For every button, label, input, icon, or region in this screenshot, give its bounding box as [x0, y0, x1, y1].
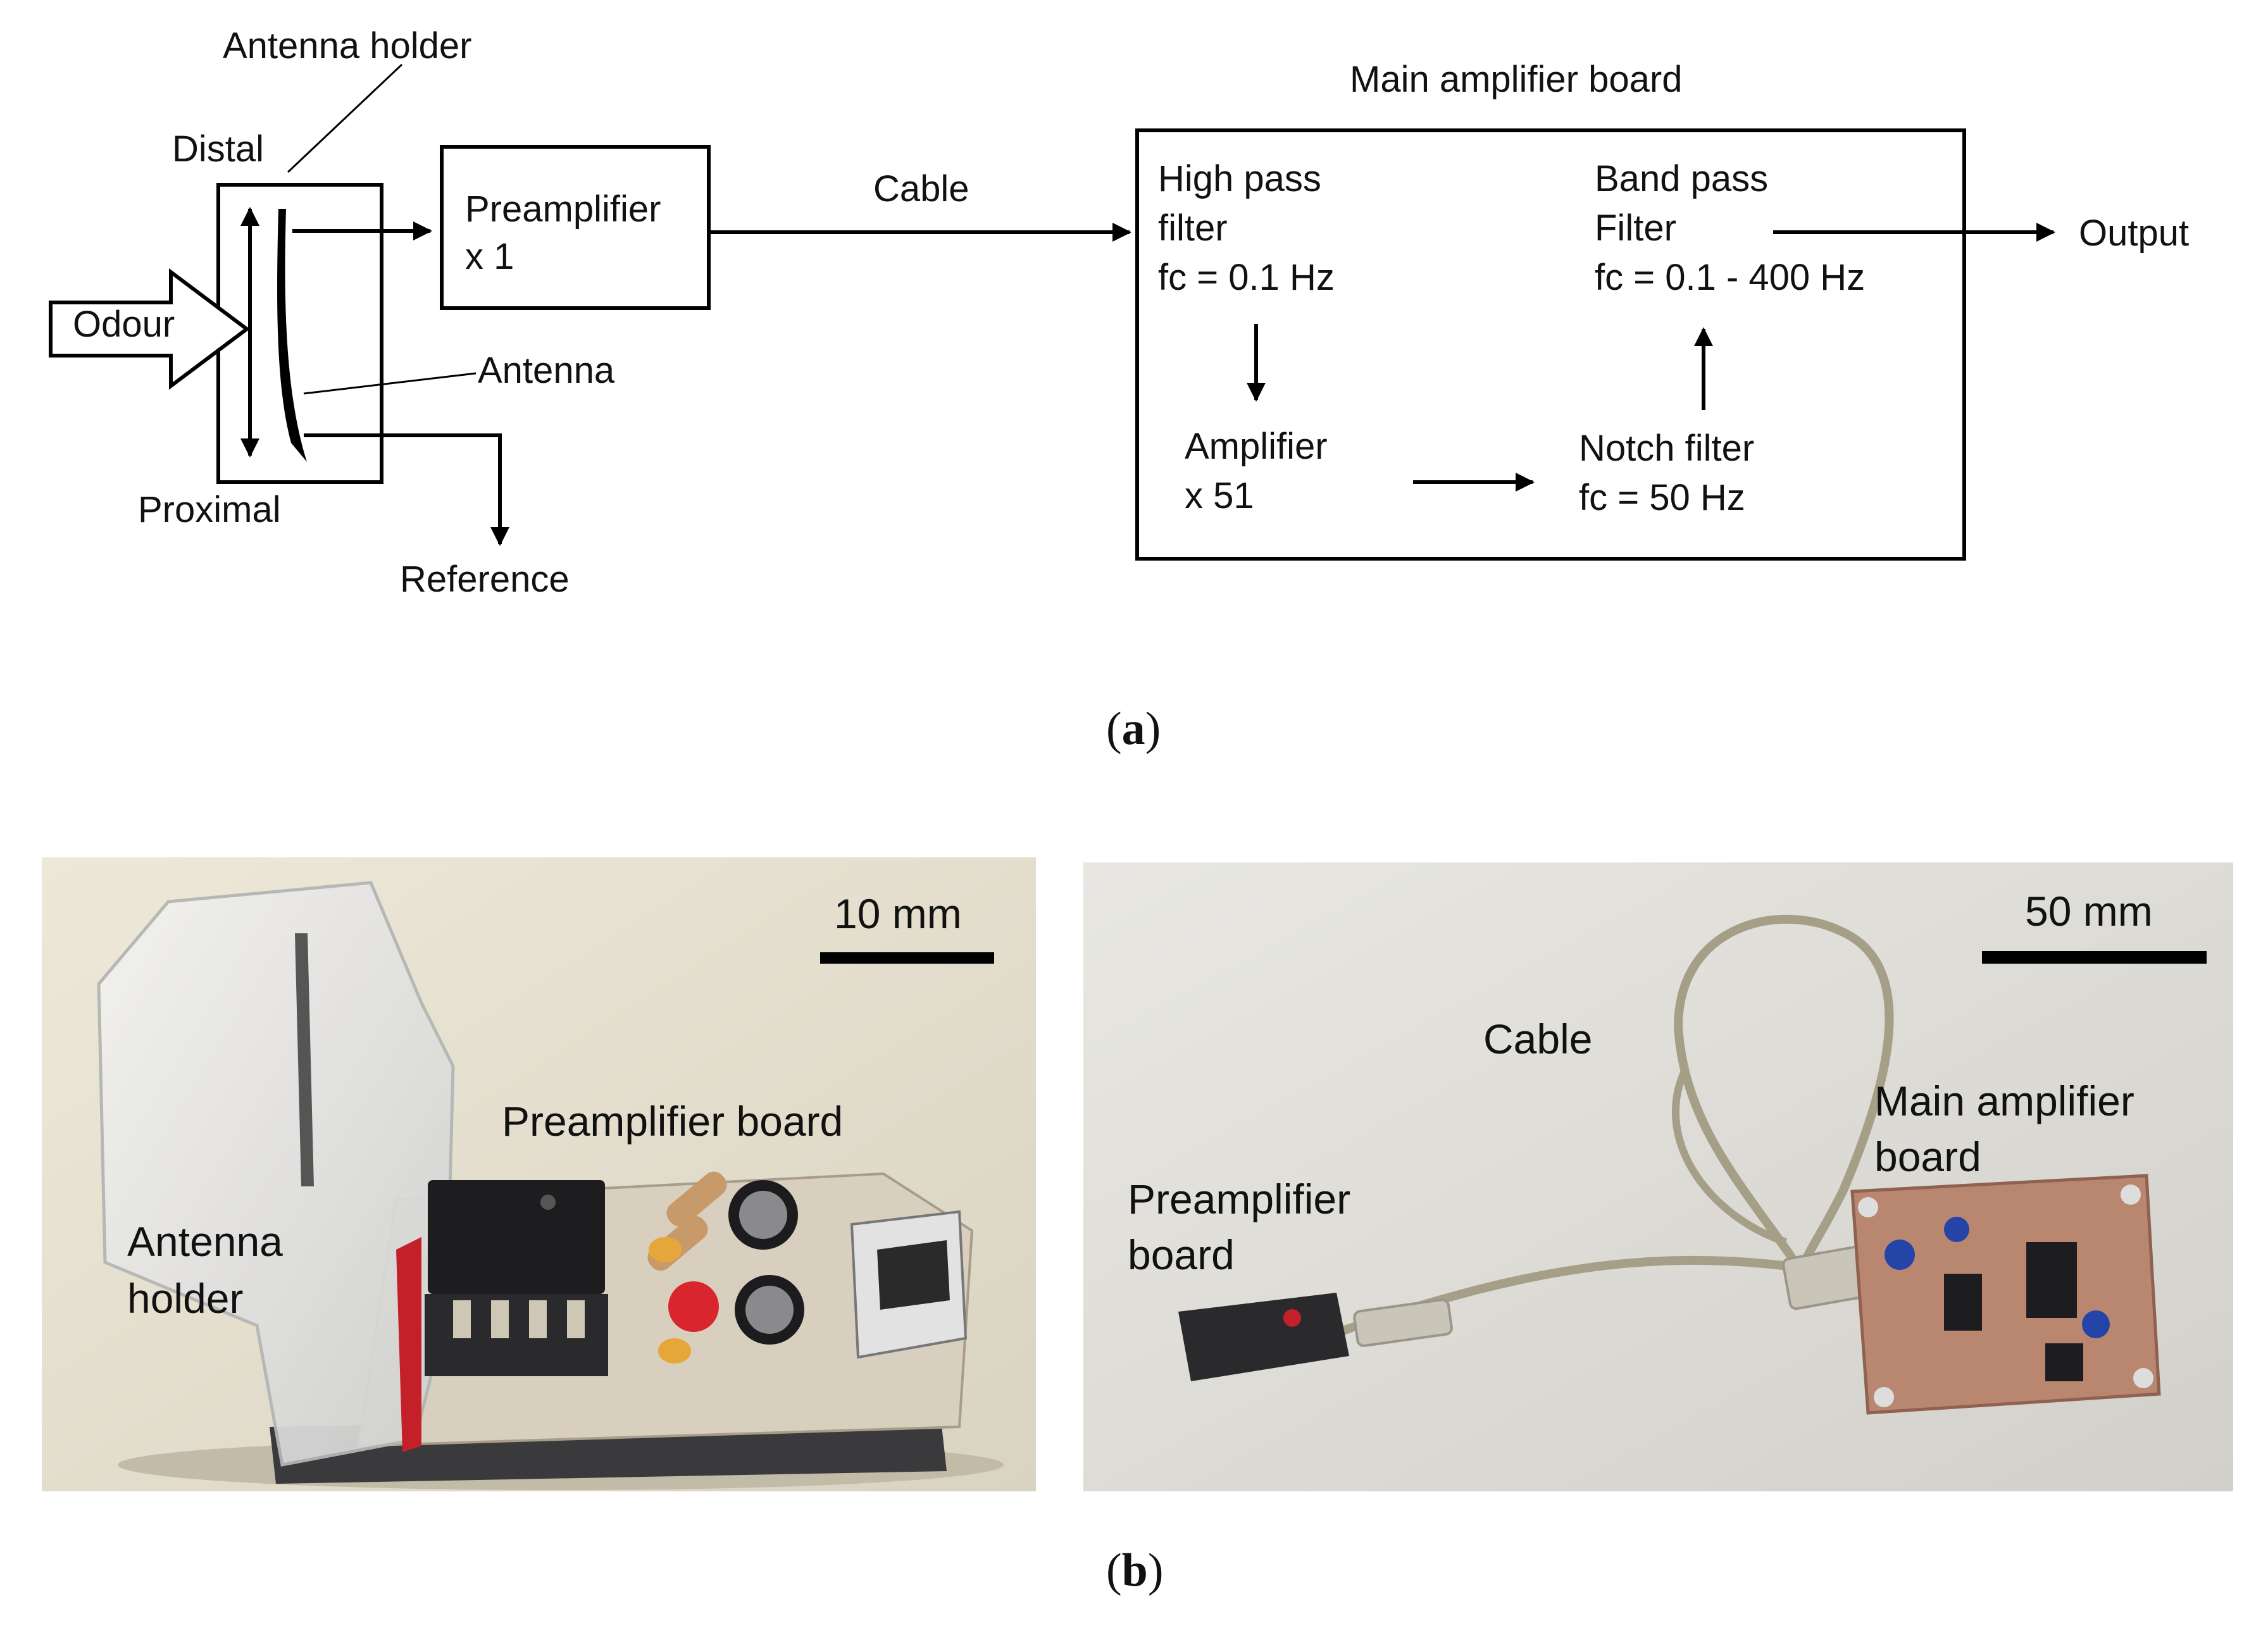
resistor-1 [666, 1171, 727, 1227]
preamp-photo-label-2: board [1128, 1231, 1235, 1278]
red-led [668, 1281, 719, 1332]
cable-photo-label: Cable [1483, 1016, 1592, 1062]
antenna-label: Antenna [478, 350, 615, 391]
proximal-label: Proximal [138, 489, 281, 530]
hp-label-3: fc = 0.1 Hz [1158, 257, 1335, 298]
bp-label-2: Filter [1595, 208, 1676, 249]
block-diagram: Antenna holder Distal Proximal Odour Ant… [49, 25, 2189, 600]
ic-pin-1 [453, 1300, 471, 1338]
hp-label-2: filter [1158, 208, 1228, 249]
usb-slot [877, 1240, 950, 1310]
caption-a-letter: a [1121, 703, 1145, 755]
holder-slot [295, 933, 314, 1186]
caption-a: (a) [1106, 703, 1161, 755]
bp-label-3: fc = 0.1 - 400 Hz [1595, 257, 1865, 298]
antenna-shape [277, 209, 307, 462]
reference-line [304, 433, 509, 546]
amp-label-2: x 51 [1185, 475, 1254, 516]
odour-arrow [49, 268, 250, 390]
antenna-leader [303, 372, 477, 395]
scale-bar-50mm [1982, 951, 2207, 964]
preamp-led-small [1283, 1309, 1301, 1327]
main-amplifier-box [1135, 128, 1966, 561]
antenna-holder-label: Antenna holder [223, 25, 471, 66]
main-amplifier-pcb [1850, 1174, 2161, 1415]
mount-hole-1 [1858, 1197, 1878, 1217]
blue-trimmer-2 [1944, 1217, 1969, 1242]
ceramic-capacitor-1 [649, 1237, 682, 1262]
preamplifier-board-label: Preamplifier board [502, 1098, 843, 1145]
capacitor-1-top [739, 1191, 787, 1239]
mount-hole-4 [2133, 1368, 2153, 1388]
main-ic-3 [2045, 1343, 2083, 1381]
ic-pin-3 [529, 1300, 547, 1338]
main-board-label: Main amplifier board [1350, 59, 1682, 100]
distal-label: Distal [172, 128, 264, 170]
cable-label: Cable [873, 168, 969, 209]
antenna-holder-photo-label-2: holder [127, 1275, 243, 1322]
caption-b: (b) [1106, 1545, 1164, 1596]
usb-cable [1341, 914, 1894, 1335]
mount-hole-2 [2121, 1184, 2141, 1205]
ic-pin-2 [491, 1300, 509, 1338]
capacitor-2-top [745, 1286, 794, 1334]
ic-chip-dot [540, 1195, 556, 1210]
hp-label-1: High pass [1158, 158, 1321, 199]
usb-cable-2 [1671, 1069, 1787, 1246]
ic-pin-4 [567, 1300, 585, 1338]
scale-label-10mm: 10 mm [834, 890, 962, 937]
main-board-photo-label-2: board [1874, 1133, 1981, 1180]
bp-label-1: Band pass [1595, 158, 1768, 199]
ic-chip [428, 1180, 605, 1294]
main-board-photo-label-1: Main amplifier [1874, 1078, 2134, 1124]
antenna-holder-leader [287, 63, 403, 173]
preamp-label-2: x 1 [465, 236, 514, 277]
notch-label-2: fc = 50 Hz [1579, 477, 1745, 518]
main-ic-2 [1944, 1274, 1982, 1331]
antenna-holder-photo-label-1: Antenna [127, 1218, 283, 1265]
holder-red-edge [396, 1237, 421, 1452]
ceramic-capacitor-2 [658, 1338, 691, 1364]
odour-label: Odour [73, 304, 175, 345]
preamp-label-1: Preamplifier [465, 189, 661, 230]
usb-plug-preamp [1353, 1298, 1453, 1347]
mount-hole-3 [1874, 1387, 1894, 1407]
output-label: Output [2079, 213, 2189, 254]
blue-trimmer-1 [1885, 1240, 1915, 1270]
preamp-photo-label-1: Preamplifier [1128, 1176, 1350, 1222]
reference-label: Reference [400, 559, 570, 600]
system-photo: 50 mm Cable Preamplifier board Main ampl… [1083, 862, 2233, 1491]
preamplifier-photo: 10 mm Preamplifier board Antenna holder [42, 857, 1036, 1491]
scale-label-50mm: 50 mm [2025, 888, 2153, 935]
preamp-board-small [1178, 1293, 1349, 1381]
main-ic-1 [2026, 1242, 2077, 1318]
scale-bar-10mm [820, 952, 994, 964]
blue-trimmer-3 [2082, 1310, 2110, 1338]
notch-label-1: Notch filter [1579, 428, 1754, 469]
preamplifier-box [440, 145, 711, 310]
caption-b-letter: b [1121, 1545, 1148, 1596]
amp-label-1: Amplifier [1185, 426, 1328, 467]
